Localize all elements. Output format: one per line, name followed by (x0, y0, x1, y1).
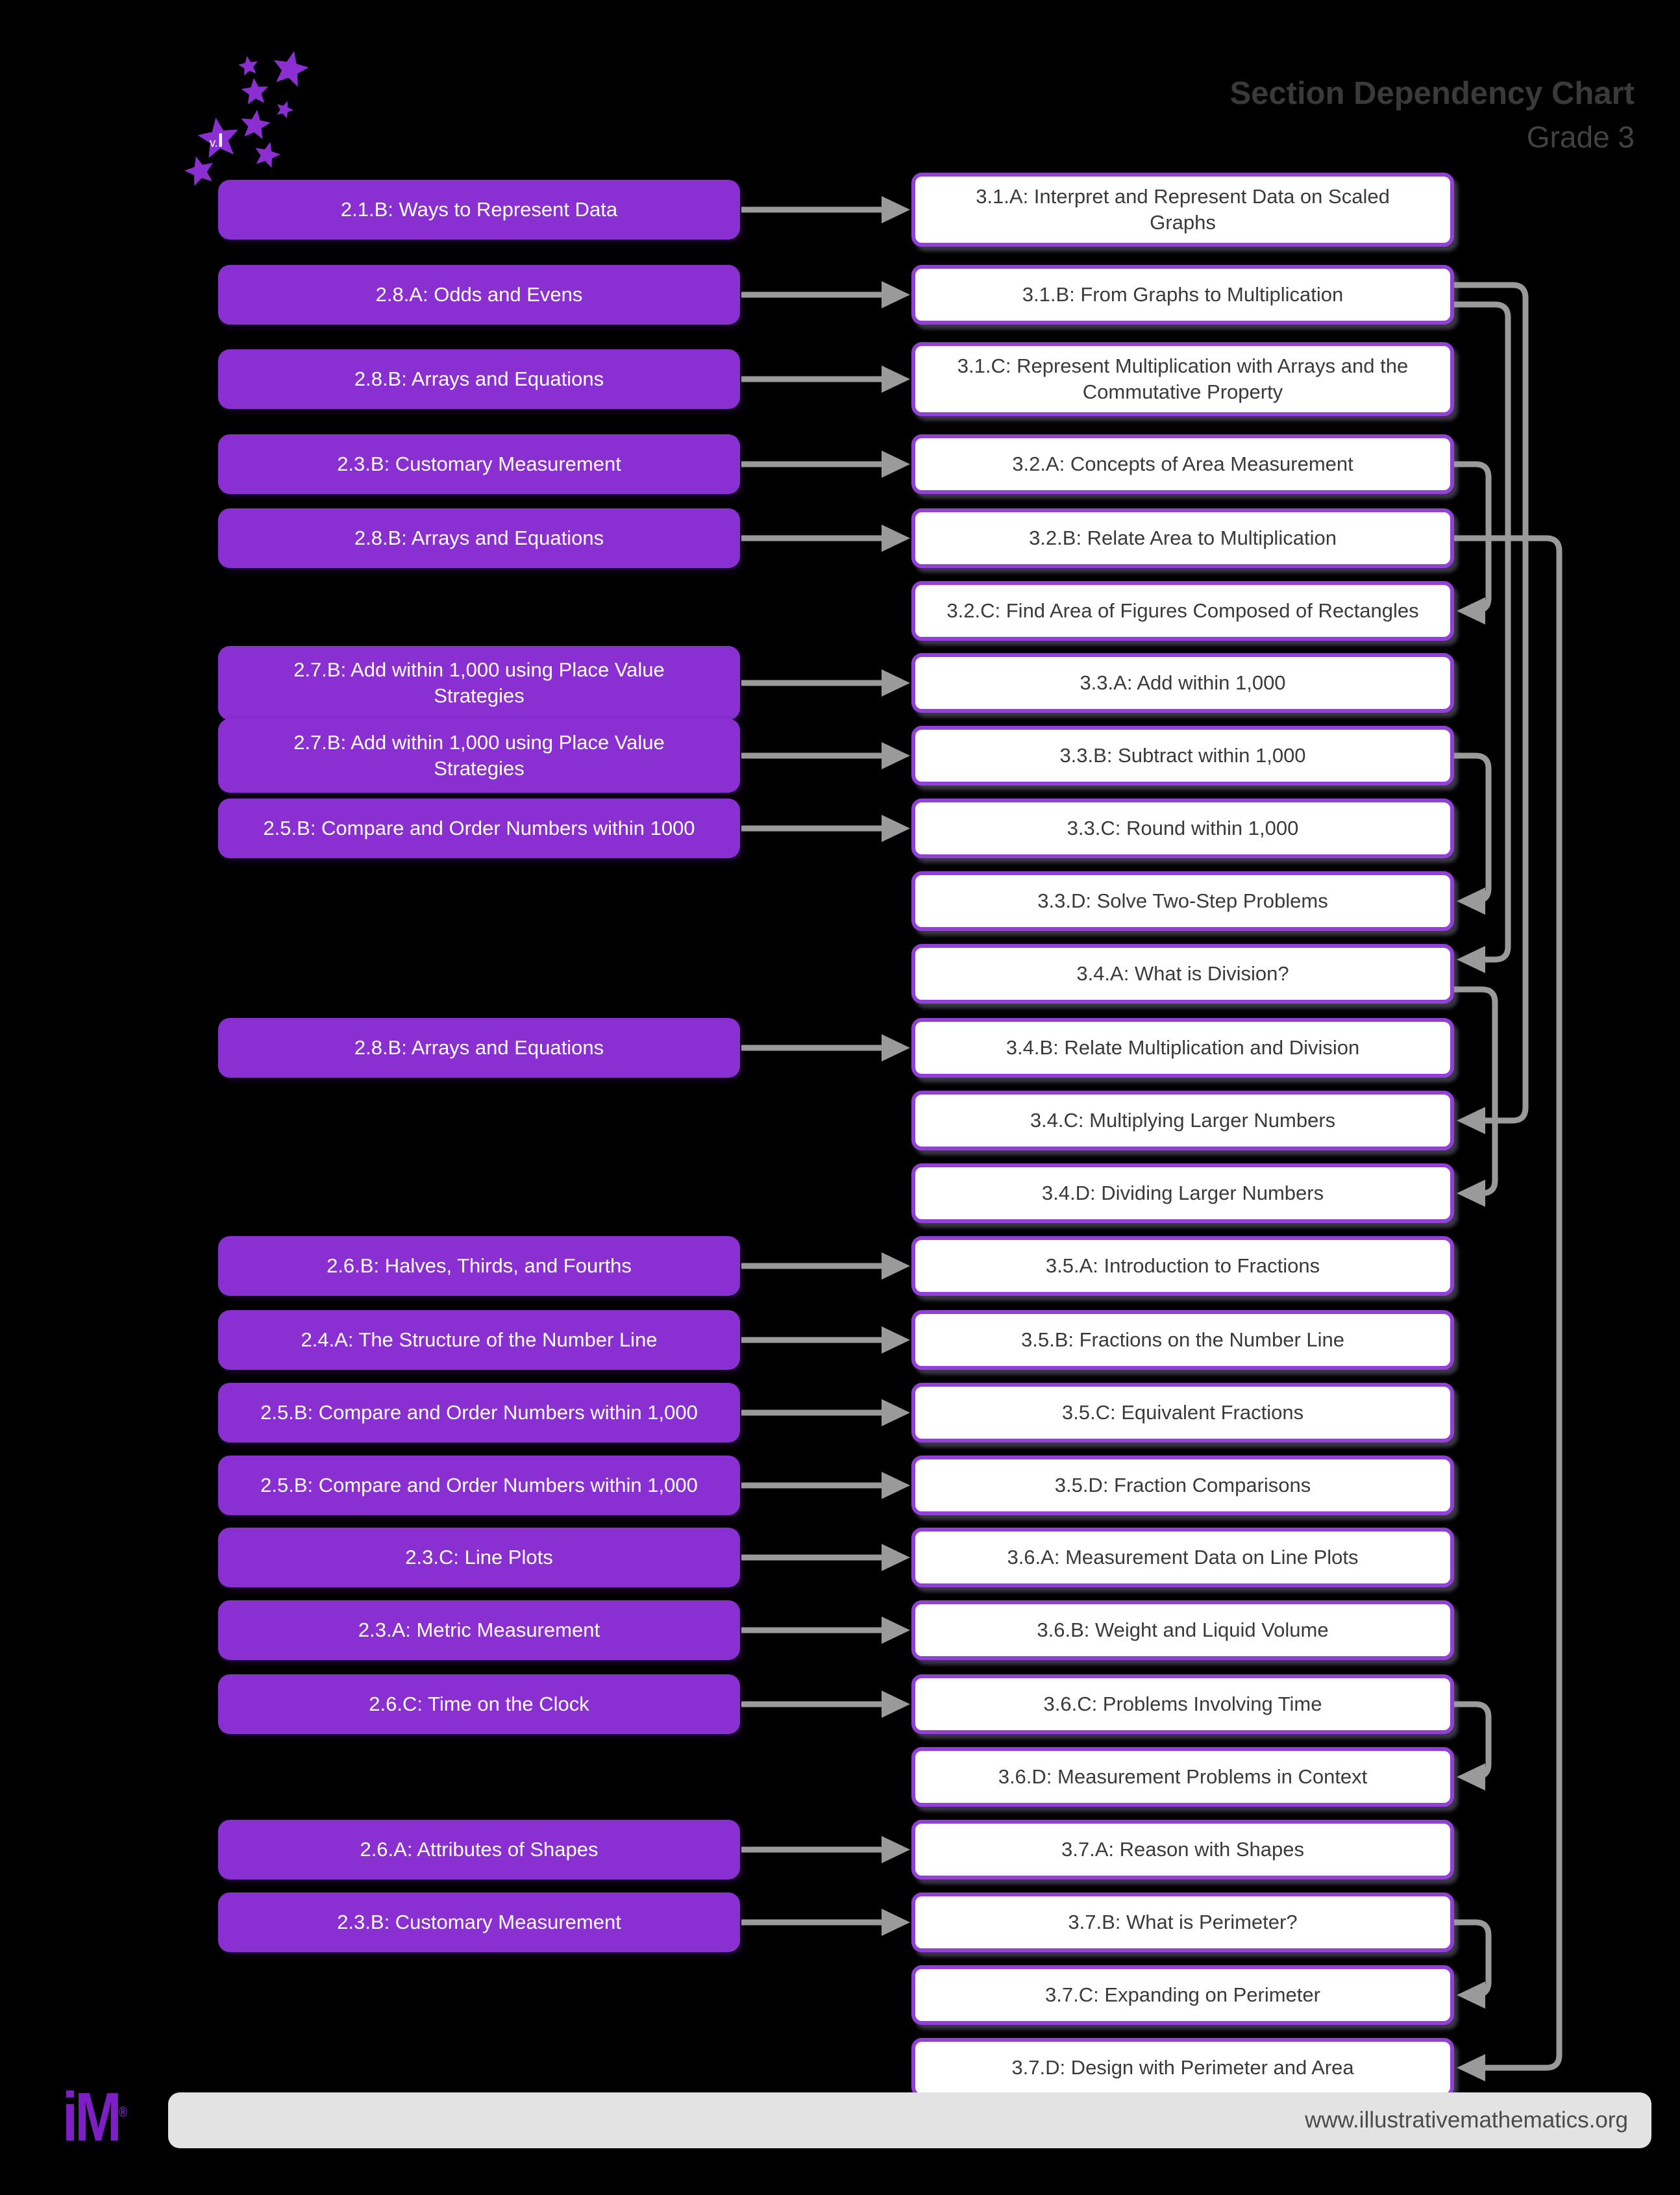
dependency-arrowhead-icon (882, 1326, 910, 1354)
source-box: 2.6.B: Halves, Thirds, and Fourths (218, 1236, 740, 1296)
dependency-arrowhead-icon (882, 815, 910, 842)
target-box: 3.3.B: Subtract within 1,000 (911, 726, 1454, 786)
source-box: 2.5.B: Compare and Order Numbers within … (218, 1456, 740, 1515)
registered-mark-icon: ® (118, 2103, 128, 2120)
star-icon (184, 156, 214, 186)
connector-arrowhead-icon (1457, 946, 1485, 973)
target-box: 3.5.C: Equivalent Fractions (911, 1383, 1454, 1443)
source-box: 2.8.B: Arrays and Equations (218, 508, 740, 568)
connector-arrowhead-icon (1457, 2054, 1485, 2081)
source-box: 2.3.B: Customary Measurement (218, 434, 740, 494)
connector-arrowhead-icon (1457, 1180, 1485, 1207)
source-box: 2.7.B: Add within 1,000 using Place Valu… (218, 646, 740, 720)
target-box: 3.7.C: Expanding on Perimeter (911, 1965, 1454, 2025)
connector-arrowhead-icon (1457, 1981, 1485, 2009)
target-box: 3.1.C: Represent Multiplication with Arr… (911, 342, 1454, 416)
target-box: 3.7.B: What is Perimeter? (911, 1892, 1454, 1952)
chart-header: Section Dependency Chart Grade 3 (1229, 76, 1635, 154)
star-icon (241, 78, 269, 105)
dependency-arrowhead-icon (882, 451, 910, 478)
target-box: 3.2.A: Concepts of Area Measurement (911, 434, 1454, 494)
footer-bar: www.illustrativemathematics.org (168, 2092, 1651, 2148)
dependency-arrowhead-icon (882, 525, 910, 552)
connector-arrowhead-icon (1457, 597, 1485, 625)
target-box: 3.4.A: What is Division? (911, 944, 1454, 1004)
target-box: 3.7.A: Reason with Shapes (911, 1820, 1454, 1879)
star-icon (241, 110, 271, 140)
dependency-arrowhead-icon (882, 1399, 910, 1426)
connector-arrowhead-icon (1457, 887, 1485, 915)
target-box: 3.6.C: Problems Involving Time (911, 1674, 1454, 1734)
im-logo-text: iM (62, 2079, 122, 2155)
star-logo-label: v.I (210, 130, 223, 151)
connector-line (1454, 1701, 1492, 1780)
target-box: 3.7.D: Design with Perimeter and Area (911, 2038, 1454, 2098)
im-stars-logo: v.I (184, 51, 309, 186)
dependency-arrowhead-icon (882, 1617, 910, 1644)
target-box: 3.4.B: Relate Multiplication and Divisio… (911, 1018, 1454, 1078)
target-box: 3.4.D: Dividing Larger Numbers (911, 1163, 1454, 1223)
target-box: 3.3.D: Solve Two-Step Problems (911, 871, 1454, 931)
dependency-arrowhead-icon (882, 366, 910, 393)
page-title: Section Dependency Chart (1229, 76, 1635, 111)
connector-line (1454, 752, 1492, 904)
im-logo: iM® (62, 2083, 127, 2152)
dependency-arrowhead-icon (882, 281, 910, 308)
dependency-arrowhead-icon (882, 1691, 910, 1718)
source-box: 2.3.A: Metric Measurement (218, 1600, 740, 1660)
connector-line (1454, 986, 1498, 1197)
footer-url: www.illustrativemathematics.org (1305, 2107, 1628, 2133)
source-box: 2.3.B: Customary Measurement (218, 1892, 740, 1952)
star-icon (255, 142, 280, 168)
target-box: 3.5.B: Fractions on the Number Line (911, 1310, 1454, 1370)
source-box: 2.8.B: Arrays and Equations (218, 1018, 740, 1078)
star-icon (273, 51, 309, 87)
dependency-arrowhead-icon (882, 669, 910, 697)
source-box: 2.7.B: Add within 1,000 using Place Valu… (218, 719, 740, 793)
dependency-arrowhead-icon (882, 1034, 910, 1061)
star-icon (277, 101, 293, 119)
dependency-arrowhead-icon (882, 742, 910, 769)
target-box: 3.6.B: Weight and Liquid Volume (911, 1600, 1454, 1660)
target-box: 3.3.A: Add within 1,000 (911, 653, 1454, 713)
target-box: 3.2.C: Find Area of Figures Composed of … (911, 581, 1454, 641)
target-box: 3.2.B: Relate Area to Multiplication (911, 508, 1454, 568)
target-box: 3.4.C: Multiplying Larger Numbers (911, 1091, 1454, 1150)
source-box: 2.1.B: Ways to Represent Data (218, 180, 740, 240)
target-box: 3.6.D: Measurement Problems in Context (911, 1747, 1454, 1807)
page-subtitle: Grade 3 (1526, 119, 1635, 154)
connector-line (1454, 301, 1511, 963)
target-box: 3.1.A: Interpret and Represent Data on S… (911, 173, 1454, 247)
connector-line (1454, 282, 1529, 1124)
dependency-arrowhead-icon (882, 1836, 910, 1863)
source-box: 2.8.B: Arrays and Equations (218, 349, 740, 409)
connector-line (1454, 535, 1563, 2071)
target-box: 3.5.A: Introduction to Fractions (911, 1236, 1454, 1296)
target-box: 3.1.B: From Graphs to Multiplication (911, 265, 1454, 325)
source-box: 2.5.B: Compare and Order Numbers within … (218, 1383, 740, 1443)
target-box: 3.6.A: Measurement Data on Line Plots (911, 1528, 1454, 1587)
source-box: 2.4.A: The Structure of the Number Line (218, 1310, 740, 1370)
star-icon (197, 118, 238, 158)
connector-line (1454, 1919, 1492, 1998)
dependency-arrowhead-icon (882, 1909, 910, 1936)
source-box: 2.6.C: Time on the Clock (218, 1674, 740, 1734)
dependency-arrowhead-icon (882, 1472, 910, 1499)
dependency-arrowhead-icon (882, 1252, 910, 1280)
source-box: 2.8.A: Odds and Evens (218, 265, 740, 325)
connector-line (1454, 461, 1492, 614)
source-box: 2.5.B: Compare and Order Numbers within … (218, 799, 740, 858)
target-box: 3.3.C: Round within 1,000 (911, 799, 1454, 858)
star-icon (238, 56, 258, 76)
dependency-arrowhead-icon (882, 196, 910, 223)
source-box: 2.3.C: Line Plots (218, 1528, 740, 1587)
connector-arrowhead-icon (1457, 1107, 1485, 1134)
dependency-arrowhead-icon (882, 1544, 910, 1571)
source-box: 2.6.A: Attributes of Shapes (218, 1820, 740, 1879)
target-box: 3.5.D: Fraction Comparisons (911, 1456, 1454, 1515)
connector-arrowhead-icon (1457, 1763, 1485, 1791)
